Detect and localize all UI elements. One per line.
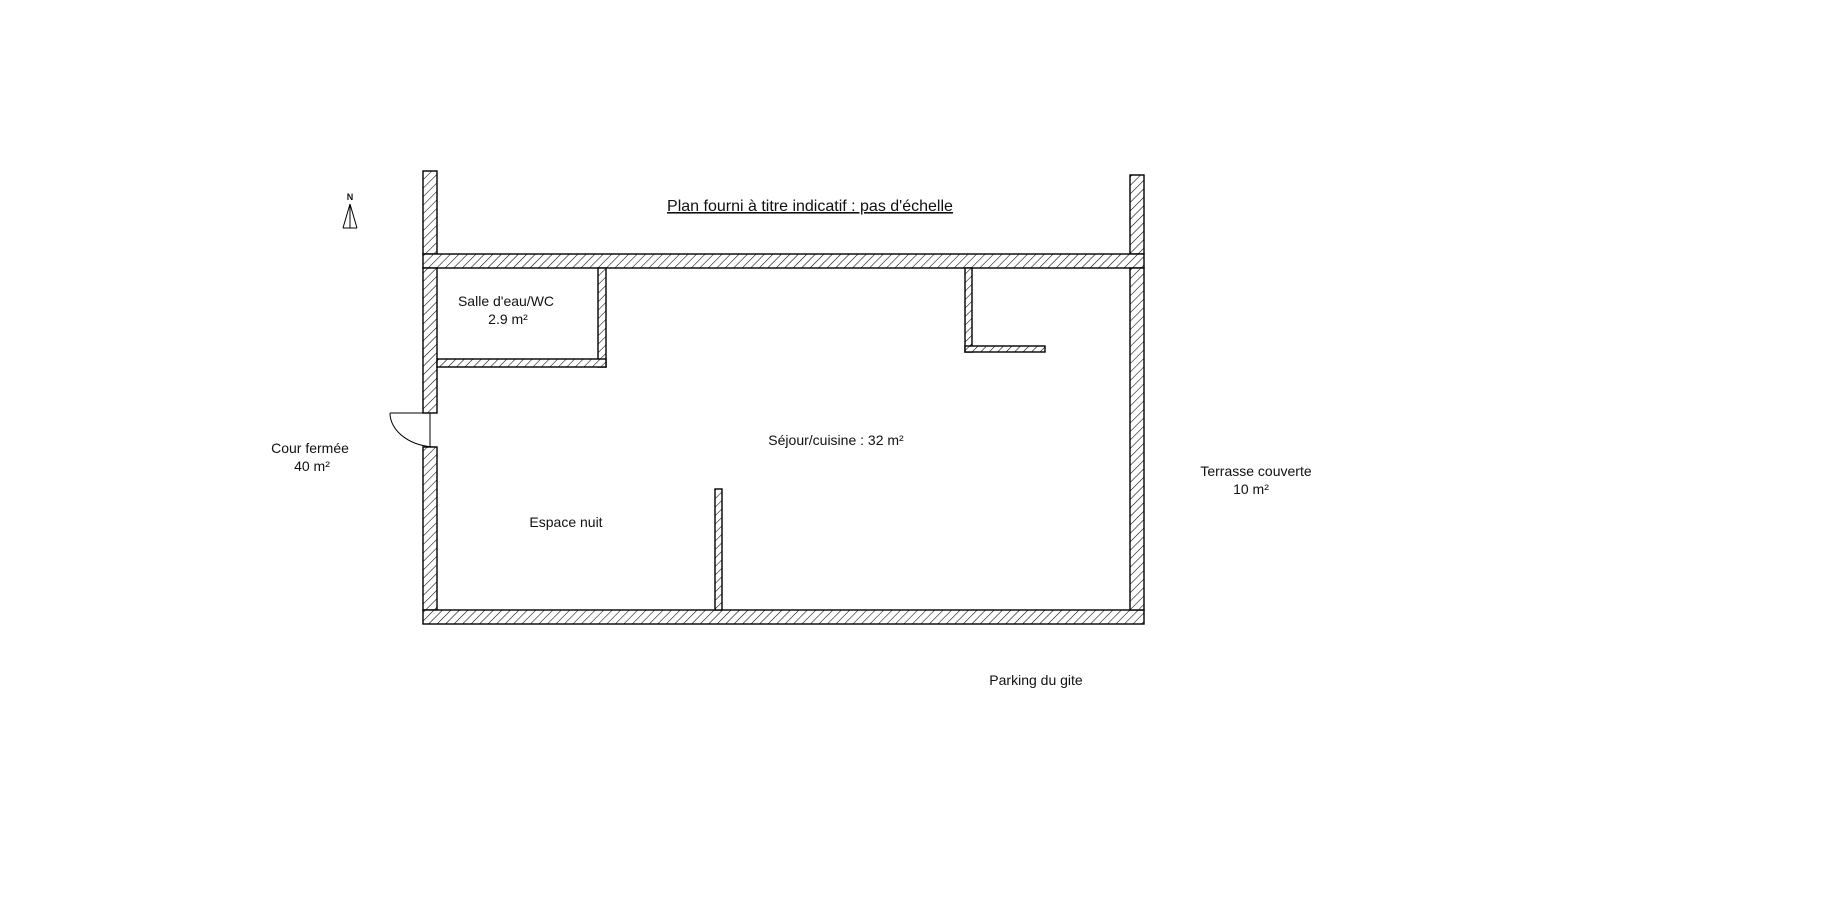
wall-right-stub (1129, 174, 1145, 255)
wall-left-stub (422, 170, 438, 255)
exterior-label-cour: Cour fermée (271, 440, 349, 456)
wall-left-lower (422, 446, 438, 611)
wall-left-upper (422, 267, 438, 414)
north-arrow-icon: N (342, 192, 358, 229)
room-label-sejour: Séjour/cuisine : 32 m² (768, 432, 904, 448)
exterior-label-terrasse: Terrasse couverte (1200, 463, 1311, 479)
wall-bathroom-right (597, 267, 607, 368)
wall-right (1129, 267, 1145, 611)
wall-kitchen-vertical (964, 267, 973, 353)
door-icon (389, 412, 438, 448)
wall-partition-bedroom (714, 488, 723, 611)
wall-kitchen-horizontal (964, 345, 1046, 353)
wall-bathroom-bottom (436, 358, 607, 368)
room-area-salle-deau: 2.9 m² (488, 311, 528, 327)
exterior-label-parking: Parking du gite (989, 672, 1083, 688)
exterior-area-terrasse: 10 m² (1233, 481, 1269, 497)
wall-top (422, 253, 1145, 269)
walls (422, 170, 1145, 625)
plan-title: Plan fourni à titre indicatif : pas d'éc… (667, 198, 953, 215)
room-label-espace-nuit: Espace nuit (529, 514, 602, 530)
wall-bottom (422, 609, 1145, 625)
room-label-salle-deau: Salle d'eau/WC (458, 293, 554, 309)
north-label: N (347, 192, 354, 202)
exterior-area-cour: 40 m² (294, 458, 330, 474)
